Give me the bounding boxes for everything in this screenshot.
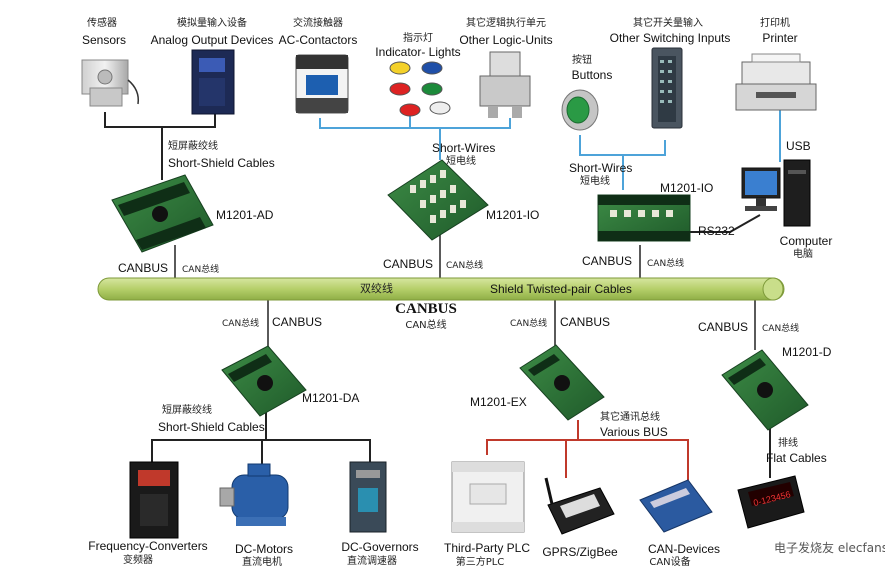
ac-contactor-image — [295, 54, 349, 114]
short-wires-right-label-en: Short-Wires — [569, 161, 633, 175]
module-ad-label: M1201-AD — [216, 208, 274, 222]
computer-label-en: Computer — [779, 234, 833, 248]
rs232-label: RS232 — [698, 224, 735, 238]
module-m1201-da — [221, 345, 307, 417]
module-m1201-io-right — [597, 194, 691, 242]
can-zh-tag-io-mid: CAN总线 — [446, 261, 484, 271]
frequency-converter-label-zh: 变频器 — [123, 555, 153, 566]
can-device-image — [639, 479, 713, 533]
twisted-pair-label-zh: 双绞线 — [360, 282, 393, 295]
canbus-tag-ad: CANBUS — [118, 261, 169, 275]
can-zh-tag-ad: CAN总线 — [182, 265, 220, 275]
gprs-zigbee-image — [544, 477, 615, 535]
short-shield-top-label-zh: 短屏蔽绞线 — [168, 141, 218, 152]
other-switching-label-zh: 其它开关量输入 — [633, 18, 703, 29]
sensor-image — [81, 59, 140, 107]
third-party-plc-label-en: Third-Party PLC — [443, 541, 531, 555]
buttons-label-en: Buttons — [571, 68, 613, 82]
dc-governors-label-zh: 直流调速器 — [347, 556, 397, 567]
analog-output-label-en: Analog Output Devices — [150, 33, 274, 47]
can-zh-tag-d: CAN总线 — [762, 324, 800, 334]
usb-label: USB — [786, 139, 811, 153]
module-m1201-ex — [519, 344, 605, 421]
various-bus-label-en: Various BUS — [600, 425, 668, 439]
flat-cables-label-en: Flat Cables — [766, 451, 827, 465]
sensors-label-en: Sensors — [81, 33, 127, 47]
module-m1201-io-mid — [387, 159, 489, 241]
can-devices-label-zh: CAN设备 — [649, 557, 691, 568]
module-io-right-label: M1201-IO — [660, 181, 714, 195]
printer-label-zh: 打印机 — [760, 18, 790, 29]
canbus-tag-io-right: CANBUS — [582, 254, 633, 268]
dc-motor-image — [219, 463, 289, 526]
frequency-converter-image — [129, 461, 179, 539]
button-image — [561, 89, 599, 131]
module-da-label: M1201-DA — [302, 391, 360, 405]
various-bus-label-zh: 其它通讯总线 — [600, 412, 660, 423]
frequency-converter-label-en: Frequency-Converters — [88, 539, 208, 553]
module-d-label: M1201-D — [782, 345, 832, 359]
main-canbus-subtitle-zh: CAN总线 — [405, 320, 447, 331]
third-party-plc-image — [451, 461, 525, 533]
indicator-lights-label-zh: 指示灯 — [403, 33, 433, 44]
dc-governors-label-en: DC-Governors — [341, 540, 419, 554]
other-logic-unit-image — [479, 51, 531, 118]
main-canbus-title: CANBUS — [395, 301, 457, 317]
dc-motors-label-en: DC-Motors — [234, 542, 294, 556]
buttons-label-zh: 按钮 — [572, 55, 592, 66]
canbus-tag-io-mid: CANBUS — [383, 257, 434, 271]
canbus-tag-da: CANBUS — [272, 315, 323, 329]
computer-label-zh: 电脑 — [793, 249, 813, 260]
module-io-mid-label: M1201-IO — [486, 208, 540, 222]
short-shield-top-label-en: Short-Shield Cables — [168, 156, 275, 170]
can-zh-tag-ex: CAN总线 — [510, 319, 548, 329]
short-wires-mid-label-en: Short-Wires — [432, 141, 496, 155]
other-logic-label-zh: 其它逻辑执行单元 — [466, 18, 546, 29]
can-zh-tag-io-right: CAN总线 — [647, 259, 685, 269]
flat-cables-label-zh: 排线 — [778, 438, 798, 449]
other-logic-label-en: Other Logic-Units — [459, 33, 553, 47]
third-party-plc-label-zh: 第三方PLC — [455, 557, 505, 568]
switching-input-module-image — [651, 47, 683, 129]
indicator-lights-image — [389, 61, 451, 117]
canbus-tag-ex: CANBUS — [560, 315, 611, 329]
ac-contactors-label-en: AC-Contactors — [278, 33, 358, 47]
dc-motors-label-zh: 直流电机 — [242, 557, 282, 568]
dc-governor-image — [349, 461, 387, 533]
canbus-tag-d: CANBUS — [698, 320, 749, 334]
ac-contactors-label-zh: 交流接触器 — [293, 18, 343, 29]
short-wires-mid-label-zh: 短电线 — [446, 156, 476, 167]
gprs-zigbee-label: GPRS/ZigBee — [542, 545, 618, 559]
top-connection-lines — [104, 110, 781, 233]
computer-image — [741, 159, 811, 227]
can-devices-label-en: CAN-Devices — [647, 542, 721, 556]
short-wires-right-label-zh: 短电线 — [580, 176, 610, 187]
short-shield-bottom-label-zh: 短屏蔽绞线 — [162, 405, 212, 416]
watermark: 电子发烧友 elecfans.com — [774, 541, 885, 555]
sensors-label-zh: 传感器 — [87, 18, 117, 29]
module-m1201-d — [721, 349, 809, 431]
analog-output-device-image — [191, 49, 235, 115]
display-image: 0-123456 — [737, 475, 805, 529]
indicator-lights-label-en: Indicator- Lights — [375, 45, 461, 59]
short-shield-bottom-label-en: Short-Shield Cables — [158, 420, 265, 434]
twisted-pair-label-en: Shield Twisted-pair Cables — [490, 282, 632, 296]
module-bus-lines — [174, 232, 756, 350]
module-ex-label: M1201-EX — [470, 395, 527, 409]
printer-label-en: Printer — [762, 31, 798, 45]
bottom-connection-lines — [151, 412, 771, 480]
analog-output-label-zh: 模拟量输入设备 — [177, 18, 247, 29]
module-m1201-ad — [111, 174, 214, 253]
other-switching-label-en: Other Switching Inputs — [609, 31, 731, 45]
can-zh-tag-da: CAN总线 — [222, 319, 260, 329]
printer-image — [735, 53, 817, 111]
canbus-twisted-pair-bus — [97, 277, 785, 301]
